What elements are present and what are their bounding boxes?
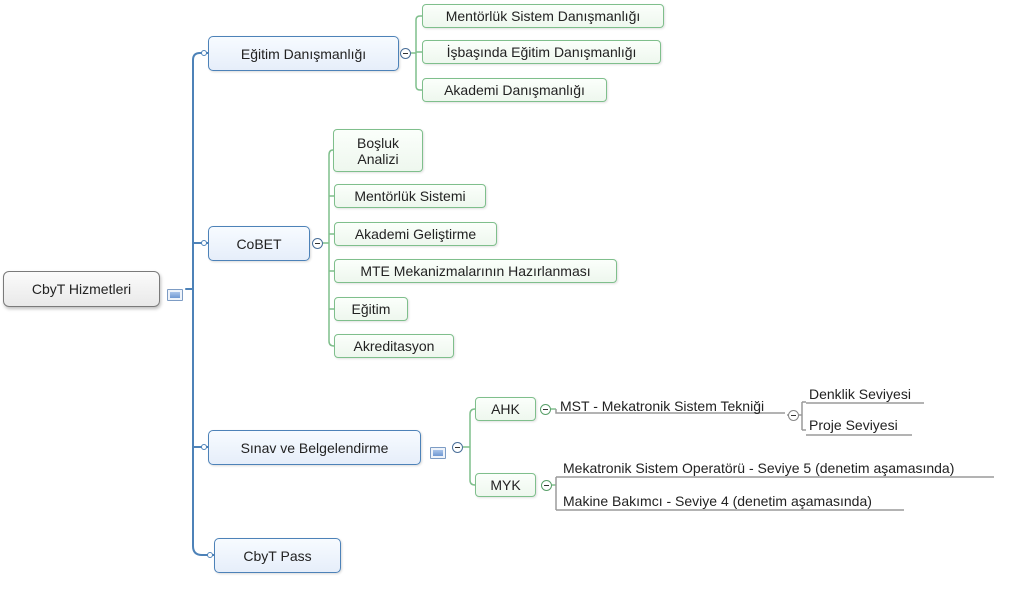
node-label: Boşluk Analizi [356, 134, 400, 167]
connector-dot-pass [207, 552, 213, 558]
connector-cobet-children [322, 149, 335, 347]
node-mte-mekanizmalari[interactable]: MTE Mekanizmalarının Hazırlanması [334, 259, 617, 283]
node-label: MST - Mekatronik Sistem Tekniği [560, 398, 765, 414]
connector-main-trunk [192, 52, 215, 556]
node-label: Mekatronik Sistem Operatörü - Seviye 5 (… [563, 460, 955, 476]
notes-icon[interactable] [167, 289, 183, 301]
collapse-minus-icon[interactable] [541, 480, 552, 491]
node-cobet[interactable]: CoBET [208, 226, 310, 261]
node-isbasinda-egitim-danismanligi[interactable]: İşbaşında Eğitim Danışmanlığı [422, 40, 661, 64]
node-egitim[interactable]: Eğitim [334, 297, 408, 321]
node-myk[interactable]: MYK [475, 473, 536, 497]
connector-sinav-children [463, 408, 476, 486]
node-proje-seviyesi[interactable]: Proje Seviyesi [807, 417, 913, 433]
collapse-minus-icon[interactable] [788, 410, 799, 421]
underline-mst [555, 409, 785, 414]
node-cobet-label: CoBET [236, 235, 282, 252]
node-label: Akademi Danışmanlığı [444, 82, 585, 98]
node-denklik-seviyesi[interactable]: Denklik Seviyesi [807, 386, 925, 402]
node-makine-bakimci[interactable]: Makine Bakımcı - Seviye 4 (denetim aşama… [561, 493, 907, 509]
node-label: MTE Mekanizmalarının Hazırlanması [360, 263, 591, 279]
node-label: Mentörlük Sistemi [354, 188, 466, 204]
notes-icon[interactable] [430, 447, 446, 459]
node-egitim-danismanligi[interactable]: Eğitim Danışmanlığı [208, 36, 399, 71]
connector-dot-egitim [201, 50, 207, 56]
node-cbyt-pass[interactable]: CbyT Pass [214, 538, 341, 573]
node-sinav-label: Sınav ve Belgelendirme [240, 439, 389, 456]
node-label: Eğitim [351, 301, 391, 317]
collapse-minus-icon[interactable] [312, 238, 323, 249]
node-label: İşbaşında Eğitim Danışmanlığı [446, 44, 637, 60]
node-pass-label: CbyT Pass [243, 547, 312, 564]
root-label: CbyT Hizmetleri [31, 281, 132, 297]
node-ahk[interactable]: AHK [475, 397, 536, 421]
node-label: MYK [490, 477, 521, 493]
node-mentorluk-sistem-danismanligi[interactable]: Mentörlük Sistem Danışmanlığı [422, 4, 664, 28]
node-bosluk-analizi[interactable]: Boşluk Analizi [333, 129, 423, 172]
collapse-minus-icon[interactable] [540, 404, 551, 415]
node-akademi-gelistirme[interactable]: Akademi Geliştirme [334, 222, 497, 246]
node-label: AHK [491, 401, 520, 417]
node-sinav-ve-belgelendirme[interactable]: Sınav ve Belgelendirme [208, 430, 421, 465]
node-akreditasyon[interactable]: Akreditasyon [334, 334, 454, 358]
node-mekatronik-sistem-operatoru[interactable]: Mekatronik Sistem Operatörü - Seviye 5 (… [561, 460, 997, 476]
root-node[interactable]: CbyT Hizmetleri [3, 271, 160, 307]
collapse-minus-icon[interactable] [452, 442, 463, 453]
connector-egitim-children [411, 15, 422, 91]
collapse-minus-icon[interactable] [400, 48, 411, 59]
node-egitim-label: Eğitim Danışmanlığı [240, 45, 367, 62]
node-label: Proje Seviyesi [809, 417, 898, 433]
node-akademi-danismanligi[interactable]: Akademi Danışmanlığı [422, 78, 607, 102]
node-mst-mekatronik[interactable]: MST - Mekatronik Sistem Tekniği [558, 398, 788, 414]
connector-dot-cobet [201, 240, 207, 246]
node-label: Akademi Geliştirme [354, 226, 477, 242]
node-label: Makine Bakımcı - Seviye 4 (denetim aşama… [563, 493, 872, 509]
node-label: Denklik Seviyesi [809, 386, 911, 402]
node-mentorluk-sistemi[interactable]: Mentörlük Sistemi [334, 184, 486, 208]
node-label: Mentörlük Sistem Danışmanlığı [445, 8, 641, 24]
connector-dot-sinav [201, 444, 207, 450]
node-label: Akreditasyon [353, 338, 435, 354]
